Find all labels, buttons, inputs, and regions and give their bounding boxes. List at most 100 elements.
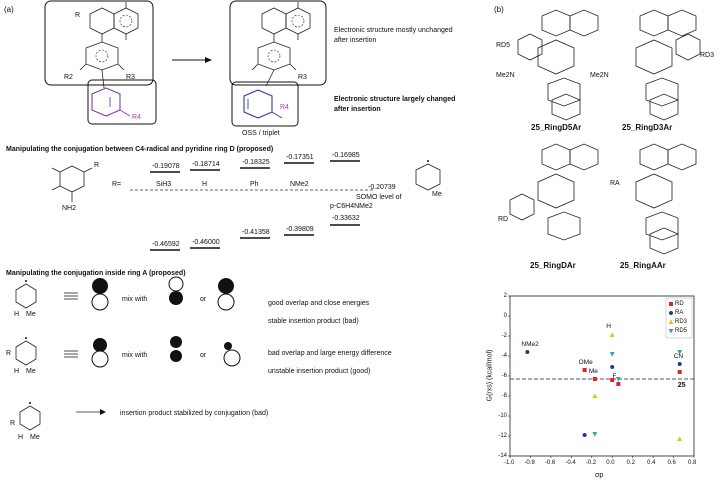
point-ra: [677, 362, 682, 366]
somo-bottom-2: -0.41358: [242, 229, 270, 236]
point-rd: [592, 377, 597, 381]
x-tick-label: -0.2: [585, 460, 597, 466]
sub-3: NMe2: [290, 181, 309, 188]
note-unchanged-line2: after insertion: [334, 37, 377, 44]
legend-entry: RD3: [675, 319, 688, 325]
legend-marker: [668, 319, 674, 324]
point-rd3: [677, 436, 683, 441]
section1-heading: Manipulating the conjugation between C4-…: [6, 146, 274, 153]
reactant-box-ringA: [87, 79, 157, 125]
row1-stable: stable insertion product (bad): [268, 318, 359, 325]
somo-bottom-1: -0.46000: [192, 239, 220, 246]
label-R2: R2: [64, 74, 73, 81]
somo-r-label: R=: [112, 181, 122, 188]
orbital-row-2: [15, 336, 241, 368]
somo-bottom-0: -0.46592: [152, 241, 180, 248]
oss-triplet-label: OSS / triplet: [242, 130, 280, 137]
point-rd: [582, 368, 587, 372]
somo-diagram: [51, 160, 441, 251]
point-rd3: [609, 332, 615, 337]
y-tick-label: 2: [503, 293, 507, 299]
point-rd: [616, 382, 621, 386]
molecule-ringdar: [509, 143, 599, 241]
label-me2n-2: Me2N: [590, 72, 609, 79]
point-ra: [610, 365, 615, 369]
x-tick-label: 0.6: [667, 460, 676, 466]
row3-h: H: [18, 434, 24, 441]
sub-1: H: [202, 181, 208, 188]
product-quinone: [251, 2, 311, 87]
molecule-ringd3ar: [635, 9, 701, 121]
annotation-label: Me: [588, 368, 598, 375]
reaction-arrowhead: [205, 57, 212, 63]
note-changed-line2: after insertion: [334, 106, 381, 113]
annotation-label: OMe: [578, 359, 593, 366]
annotation-label: H: [606, 323, 611, 330]
x-tick-label: -1.0: [504, 460, 515, 466]
y-tick-label: -2: [501, 333, 507, 339]
x-tick-label: 0.8: [688, 460, 697, 466]
somo-ref-label: SOMO level of: [356, 194, 402, 201]
x-tick-label: -0.6: [544, 460, 556, 466]
row2-h: H: [14, 368, 20, 375]
label-R: R: [75, 12, 81, 19]
row1-me: Me: [26, 311, 36, 318]
row2-bad-overlap: bad overlap and large energy difference: [268, 350, 392, 357]
scatter-chart: [508, 295, 695, 458]
orbital-row-3: [19, 402, 106, 431]
y-tick-label: 0: [503, 313, 507, 319]
legend-marker: [669, 302, 673, 306]
orbital-row-1: [15, 276, 235, 311]
panel-a-label: (a): [4, 5, 14, 14]
point-ra: [582, 433, 587, 437]
row3-stabilized: insertion product stabilized by conjugat…: [120, 410, 269, 417]
somo-top-2: -0.18325: [242, 159, 270, 166]
label-R3-product: R3: [298, 74, 307, 81]
sub-2: Ph: [250, 181, 259, 188]
molecule-name-ringaar: 25_RingAAr: [620, 261, 666, 270]
label-me2n-1: Me2N: [496, 72, 515, 79]
x-tick-label: 0.2: [626, 460, 635, 466]
y-tick-label: -6: [501, 373, 507, 379]
row1-h: H: [14, 311, 20, 318]
somo-top-1: -0.18714: [192, 161, 220, 168]
molecule-ringd5ar: [517, 9, 599, 121]
annotation-label: NMe2: [521, 341, 539, 348]
legend-marker: [668, 329, 674, 334]
chart-ylabel: G(rxs) (kcal/mol): [486, 349, 494, 402]
label-rd3: RD3: [700, 52, 715, 59]
note-changed-line1: Electronic structure largely changed: [334, 96, 456, 103]
legend-entry: RA: [675, 310, 684, 316]
y-tick-label: -14: [498, 453, 507, 459]
row2-r: R: [6, 350, 12, 357]
somo-bottom-4: -0.33632: [332, 215, 360, 222]
reactant-quinone: [79, 2, 139, 89]
reference-label: 25: [677, 382, 686, 389]
nh2-label: NH2: [62, 205, 77, 212]
somo-top-0: -0.19078: [152, 163, 180, 170]
label-R3: R3: [126, 74, 135, 81]
legend-marker: [669, 311, 673, 315]
product-box-top: [229, 0, 327, 86]
row2-or: or: [200, 352, 207, 359]
point-rd5: [677, 350, 683, 355]
x-tick-label: 0.0: [606, 460, 615, 466]
point-rd: [610, 378, 615, 382]
molecule-name-ringdar: 25_RingDAr: [530, 261, 576, 270]
y-tick-label: -10: [498, 413, 507, 419]
note-unchanged-line1: Electronic structure mostly unchanged: [334, 27, 453, 34]
x-tick-label: -0.4: [565, 460, 576, 466]
row3-r: R: [10, 420, 16, 427]
point-rd5: [609, 352, 615, 357]
row2-me: Me: [26, 368, 36, 375]
point-rd: [677, 370, 682, 374]
x-tick-label: 0.4: [647, 460, 656, 466]
r-pyridine-label: R: [94, 162, 100, 169]
product-box-ringA: [231, 81, 299, 127]
sub-0: SiH3: [156, 181, 172, 188]
label-rd: RD: [498, 216, 509, 223]
label-rd5: RD5: [496, 42, 511, 49]
point-rd5: [592, 432, 598, 437]
